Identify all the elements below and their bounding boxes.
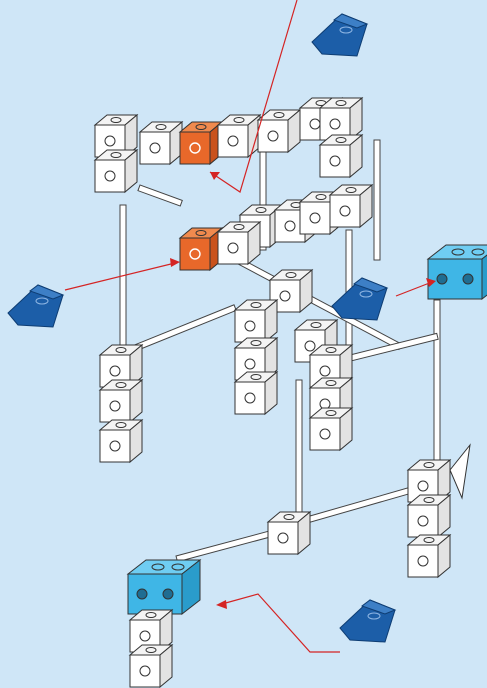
cyan-hub-right xyxy=(428,245,487,299)
left-column xyxy=(100,345,142,462)
bottom-junction xyxy=(268,512,310,554)
